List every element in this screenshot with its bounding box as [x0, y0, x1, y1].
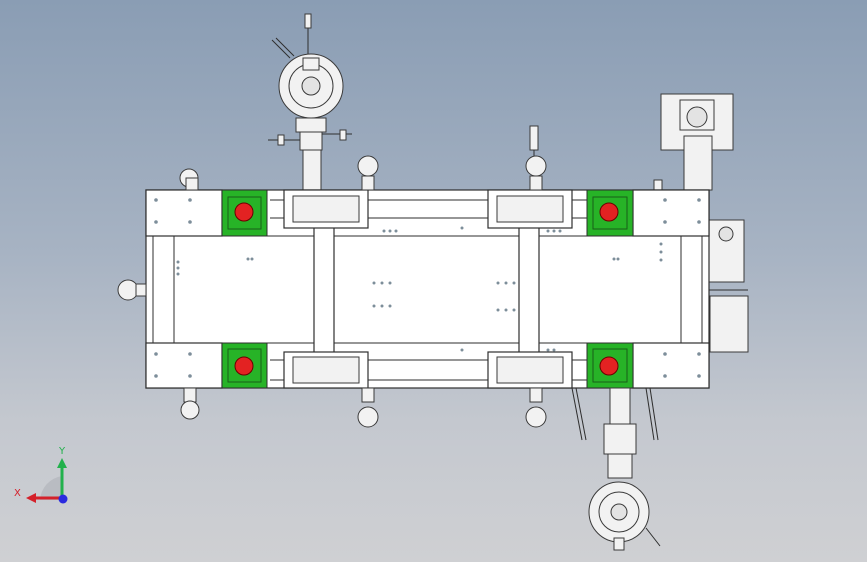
right-side-modules: [707, 219, 749, 353]
red-stop-button: [234, 356, 254, 376]
red-stop-button: [599, 356, 619, 376]
y-axis-label: Y: [58, 446, 66, 457]
red-stop-button: [234, 202, 254, 222]
clamp-top-left: [221, 189, 268, 237]
mounting-holes: [154, 198, 701, 378]
top-gauge-assembly: [268, 13, 352, 191]
red-stop-button: [599, 202, 619, 222]
motor-housing: [653, 93, 734, 193]
clamp-top-right: [586, 189, 634, 237]
x-axis-label: X: [14, 488, 21, 499]
top-knobs: [179, 125, 547, 191]
axis-triad: Y X: [14, 446, 68, 504]
bottom-gauge-assembly: [571, 387, 661, 551]
bottom-knobs: [180, 387, 547, 428]
clamp-bottom-left: [221, 342, 268, 389]
z-axis-dot: [58, 494, 68, 504]
left-knob: [117, 279, 147, 301]
clamp-bottom-right: [586, 342, 634, 389]
